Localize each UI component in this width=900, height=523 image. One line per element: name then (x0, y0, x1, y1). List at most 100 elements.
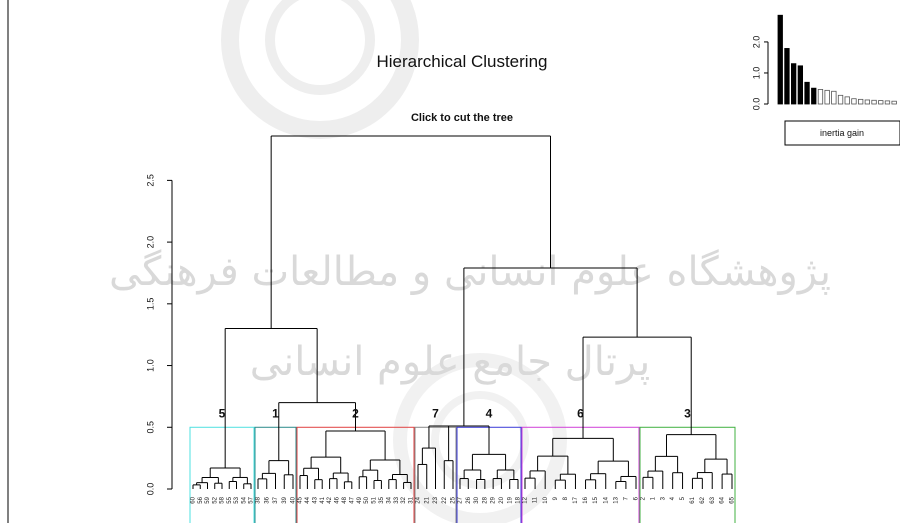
leaf-label: 47 (349, 496, 355, 503)
leaf-label: 35 (379, 496, 385, 503)
cluster-boxes (189, 426, 736, 523)
chart-subtitle: Click to cut the tree (411, 112, 513, 124)
inset-bar (791, 63, 797, 105)
leaf-label: 12 (523, 496, 529, 503)
leaf-label: 3 (660, 496, 666, 500)
dendrogram-y-axis: 0.00.51.01.52.02.5 (145, 174, 173, 496)
leaf-label: 5 (680, 496, 686, 500)
leaf-label: 11 (533, 496, 539, 503)
leaf-label: 31 (409, 496, 415, 503)
leaf-label: 56 (198, 496, 204, 503)
y-tick-label: 2.0 (145, 236, 155, 249)
leaf-label: 36 (264, 496, 270, 503)
leaf-label: 52 (212, 496, 218, 503)
leaf-label: 29 (491, 496, 497, 503)
cluster-number: 1 (272, 406, 279, 420)
leaf-label: 59 (205, 496, 211, 503)
cluster-box (521, 426, 640, 523)
inset-bar (851, 98, 857, 105)
leaf-label: 46 (335, 496, 341, 503)
inset-bar (884, 100, 891, 105)
inset-bar (871, 99, 877, 105)
inset-legend-box (784, 120, 900, 146)
inset-bar (811, 87, 817, 105)
leaf-label: 34 (386, 496, 392, 503)
y-tick-label: 1.5 (145, 298, 155, 311)
y-tick-label: 2.5 (145, 174, 155, 187)
leaf-label: 13 (613, 496, 619, 503)
inertia-gain-chart: 0.01.02.0 (751, 14, 897, 110)
leaf-label: 18 (516, 496, 522, 503)
leaf-label: 30 (474, 496, 480, 503)
leaf-label: 62 (700, 496, 706, 503)
leaf-label: 42 (327, 496, 333, 503)
leaf-label: 9 (553, 496, 559, 500)
leaf-label: 53 (234, 496, 240, 503)
leaf-label: 24 (416, 496, 422, 503)
cluster-number: 5 (219, 406, 226, 420)
leaf-label: 54 (241, 496, 247, 503)
leaf-label: 21 (424, 496, 430, 503)
leaf-label: 39 (282, 496, 288, 503)
leaf-label: 8 (563, 496, 569, 500)
cluster-box (254, 426, 297, 523)
leaf-label: 48 (342, 496, 348, 503)
leaf-label: 16 (583, 496, 589, 503)
leaf-label: 27 (458, 496, 464, 503)
inset-bar (864, 99, 870, 105)
inset-bar (878, 100, 884, 105)
cluster-box (189, 426, 255, 523)
inset-bar (804, 81, 810, 105)
leaf-label: 41 (320, 496, 326, 503)
cluster-number: 7 (432, 406, 439, 420)
leaf-label: 37 (273, 496, 279, 503)
leaf-label: 63 (710, 496, 716, 503)
y-tick-label: 0.0 (145, 483, 155, 496)
leaf-label: 43 (312, 496, 318, 503)
leaf-label: 28 (482, 496, 488, 503)
inset-bar (891, 100, 897, 105)
inset-bar (831, 90, 837, 105)
leaf-label: 60 (191, 496, 197, 503)
leaf-label: 7 (623, 496, 629, 500)
leaf-label: 4 (670, 496, 676, 500)
inset-bar (844, 96, 850, 105)
watermark-line1: پژوهشگاه علوم انسانی و مطالعات فرهنگی (109, 249, 831, 295)
leaf-label: 44 (305, 496, 311, 503)
inset-bar (784, 48, 790, 105)
leaf-label: 2 (641, 496, 647, 500)
leaf-label: 33 (394, 496, 400, 503)
leaf-label: 45 (298, 496, 304, 503)
inset-bar (797, 65, 803, 105)
leaf-label: 51 (372, 496, 378, 503)
leaf-label: 10 (543, 496, 549, 503)
leaf-label: 14 (603, 496, 609, 503)
leaf-label: 23 (433, 496, 439, 503)
leaf-label: 58 (220, 496, 226, 503)
leaf-label: 64 (720, 496, 726, 503)
watermark: پژوهشگاه علوم انسانی و مطالعات فرهنگی پر… (109, 0, 831, 523)
leaf-label: 32 (401, 496, 407, 503)
inset-bar (824, 89, 830, 105)
leaf-label: 19 (507, 496, 513, 503)
leaf-label: 55 (227, 496, 233, 503)
leaf-label: 61 (690, 496, 696, 503)
y-tick-label: 1.0 (145, 359, 155, 372)
inset-bar (817, 89, 824, 105)
leaf-label: 22 (442, 496, 448, 503)
leaf-label: 57 (249, 496, 255, 503)
leaf-label: 38 (256, 496, 262, 503)
dendrogram-tree (192, 135, 733, 489)
cluster-number: 6 (577, 406, 584, 420)
leaf-label: 65 (730, 496, 736, 503)
inset-y-tick-label: 1.0 (751, 67, 761, 80)
cluster-number: 4 (486, 406, 493, 420)
inset-y-tick-label: 2.0 (751, 36, 761, 49)
cluster-box (414, 426, 457, 523)
cluster-box (639, 426, 736, 523)
leaf-label: 50 (364, 496, 370, 503)
watermark-line2: پرتال جامع علوم انسانی (250, 339, 651, 385)
